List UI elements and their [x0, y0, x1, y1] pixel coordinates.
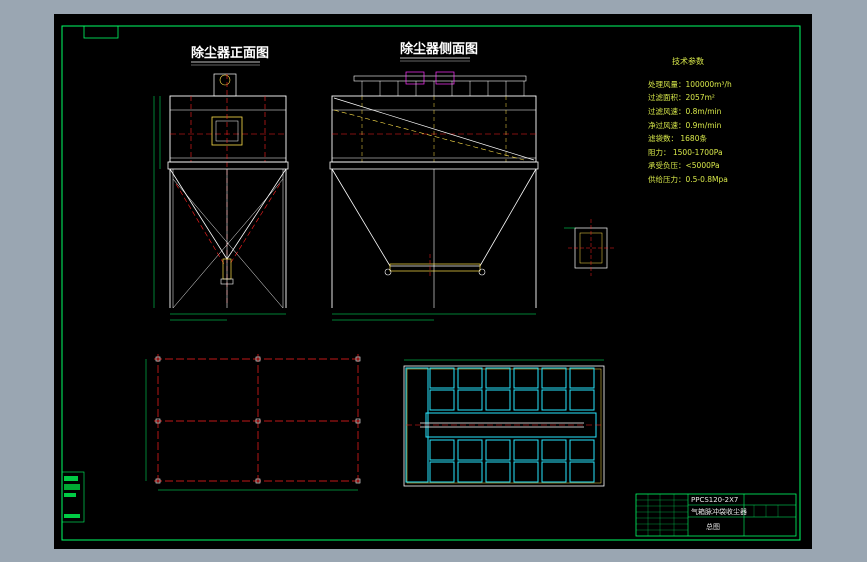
outer-frame: [61, 25, 801, 541]
detail-view: [564, 219, 614, 276]
spec-line: 过滤风速：0.8m/min: [648, 106, 722, 116]
spec-line: 供给压力：0.5-0.8Mpa: [648, 174, 728, 184]
model-number: PPCS120-2X7: [691, 496, 738, 504]
sheet-title: 总图: [706, 522, 720, 531]
left-stamp: [61, 471, 85, 523]
top-plan: [403, 359, 605, 487]
cad-drawing: 除尘器正面图 除尘器侧面图: [61, 25, 801, 541]
technical-specs: 技术参数 处理风量：100000m³/h 过滤面积：2057m² 过滤风速：0.…: [648, 56, 732, 184]
spec-line: 滤袋数： 1680条: [648, 133, 707, 143]
spec-line: 阻力： 1500-1700Pa: [648, 147, 723, 157]
specs-heading: 技术参数: [672, 56, 704, 66]
side-view: [329, 71, 539, 321]
front-view-title: 除尘器正面图: [191, 45, 269, 61]
spec-line: 过滤面积：2057m²: [648, 92, 715, 102]
front-view: [153, 73, 289, 321]
title-block: PPCS120-2X7 气箱脉冲袋收尘器 总图: [635, 493, 797, 537]
spec-line: 净过风速：0.9m/min: [648, 120, 722, 130]
foundation-plan: [145, 354, 362, 491]
cad-viewport[interactable]: 除尘器正面图 除尘器侧面图: [54, 14, 812, 549]
spec-line: 处理风量：100000m³/h: [648, 79, 732, 89]
product-name: 气箱脉冲袋收尘器: [691, 507, 747, 516]
spec-line: 承受负压：<5000Pa: [648, 160, 720, 170]
corner-box: [83, 25, 119, 39]
side-view-title: 除尘器侧面图: [400, 41, 478, 57]
